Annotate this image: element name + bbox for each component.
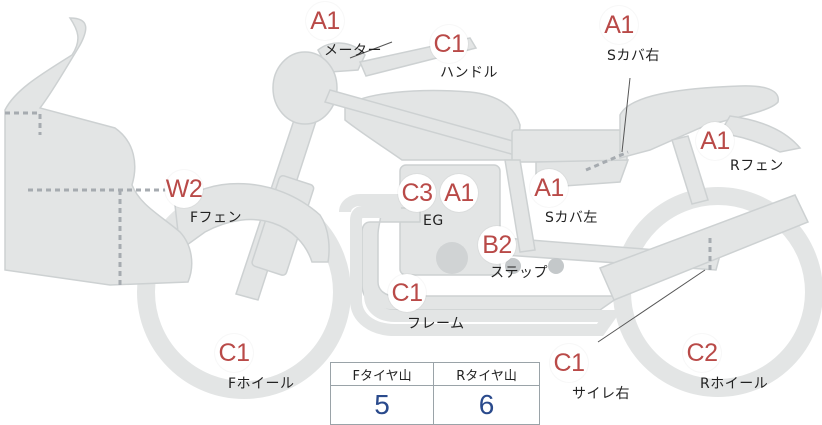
front-wheel-label: Fホイール bbox=[228, 376, 295, 392]
muffler-right-grade: C1 bbox=[550, 344, 588, 382]
front-tread-value: 5 bbox=[329, 385, 435, 425]
side-cover-dash bbox=[585, 150, 629, 172]
step-grade: B2 bbox=[478, 226, 516, 264]
muffler-shape bbox=[598, 194, 810, 301]
side-cover-right-shape bbox=[511, 129, 628, 163]
engine-label: EG bbox=[423, 213, 444, 229]
rear-fender-shape bbox=[718, 115, 802, 153]
step-peg-detail-2 bbox=[548, 258, 564, 274]
frame-rear-sub-shape bbox=[504, 159, 536, 253]
rear-tread-value: 6 bbox=[433, 385, 540, 425]
engine-cover-detail bbox=[436, 242, 468, 274]
rear-wheel-label: Rホイール bbox=[700, 376, 769, 392]
engine-grade-2: A1 bbox=[440, 174, 478, 212]
front-fender-grade: W2 bbox=[165, 170, 203, 208]
handle-label: ハンドル bbox=[440, 65, 498, 81]
side-cover-right-grade: A1 bbox=[600, 6, 638, 44]
rear-wheel-grade: C2 bbox=[683, 334, 721, 372]
rear-fender-grade: A1 bbox=[696, 122, 734, 160]
rear-shock-shape bbox=[671, 135, 709, 205]
front-tread-header: Fタイヤ山 bbox=[329, 362, 435, 386]
front-fender-shape bbox=[174, 182, 330, 263]
meter-label: メーター bbox=[324, 43, 382, 59]
step-peg-detail bbox=[505, 258, 521, 274]
side-cover-right-leader bbox=[621, 77, 631, 153]
seat-shape bbox=[619, 85, 779, 159]
frame-lower-shape bbox=[339, 194, 622, 336]
tire-tread-table: Fタイヤ山 Rタイヤ山 5 6 bbox=[329, 362, 540, 425]
muffler-leader bbox=[597, 269, 706, 343]
fairing-shape bbox=[4, 17, 193, 286]
frame-grade: C1 bbox=[388, 274, 426, 312]
front-wheel-grade: C1 bbox=[215, 334, 253, 372]
handle-grade: C1 bbox=[430, 25, 468, 63]
front-fender-label: Fフェン bbox=[190, 210, 243, 226]
side-cover-left-grade: A1 bbox=[530, 169, 568, 207]
rear-tread-header: Rタイヤ山 bbox=[433, 362, 540, 386]
rear-fender-label: Rフェン bbox=[730, 158, 784, 174]
meter-leader bbox=[349, 41, 393, 59]
muffler-right-label: サイレ右 bbox=[572, 386, 630, 402]
headlight-shape bbox=[272, 51, 338, 125]
side-cover-right-label: Sカバ右 bbox=[607, 48, 660, 64]
meter-grade: A1 bbox=[306, 2, 344, 40]
frame-label: フレーム bbox=[407, 316, 465, 332]
step-label: ステップ bbox=[490, 265, 548, 281]
engine-grade-1: C3 bbox=[398, 174, 436, 212]
side-cover-left-label: Sカバ左 bbox=[545, 210, 598, 226]
fairing-dash-top bbox=[5, 111, 42, 135]
